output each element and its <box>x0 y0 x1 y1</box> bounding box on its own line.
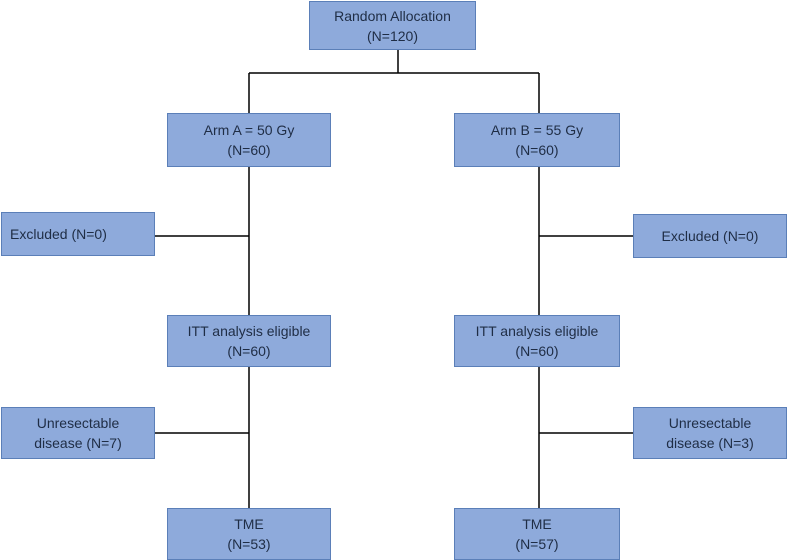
arm-a-excluded-label: Excluded (N=0) <box>10 226 107 242</box>
arm-a-tme-n: (N=53) <box>227 536 271 552</box>
arm-a-unresectable-box: Unresectable disease (N=7) <box>1 407 155 459</box>
arm-b-box: Arm B = 55 Gy (N=60) <box>454 113 620 167</box>
arm-b-unresectable-box: Unresectable disease (N=3) <box>633 407 787 459</box>
arm-b-n: (N=60) <box>515 142 559 158</box>
arm-b-tme-title: TME <box>522 516 552 532</box>
arm-b-tme-box: TME (N=57) <box>454 508 620 560</box>
arm-a-n: (N=60) <box>227 142 271 158</box>
arm-b-excluded-label: Excluded (N=0) <box>661 228 759 244</box>
random-allocation-box: Random Allocation (N=120) <box>309 1 476 50</box>
random-allocation-n: (N=120) <box>367 27 418 44</box>
arm-a-unresectable-line1: Unresectable <box>36 415 120 431</box>
arm-b-unresectable-line1: Unresectable <box>668 415 752 431</box>
arm-b-excluded-box: Excluded (N=0) <box>633 214 787 258</box>
arm-b-tme-n: (N=57) <box>515 536 559 552</box>
arm-a-itt-title: ITT analysis eligible <box>187 323 311 339</box>
arm-b-title: Arm B = 55 Gy <box>490 122 584 138</box>
random-allocation-title: Random Allocation <box>334 7 451 24</box>
arm-b-itt-n: (N=60) <box>515 343 559 359</box>
arm-a-tme-box: TME (N=53) <box>167 508 331 560</box>
arm-a-box: Arm A = 50 Gy (N=60) <box>167 113 331 167</box>
arm-a-itt-n: (N=60) <box>227 343 271 359</box>
arm-b-itt-title: ITT analysis eligible <box>475 323 599 339</box>
arm-a-title: Arm A = 50 Gy <box>203 122 295 138</box>
arm-b-itt-box: ITT analysis eligible (N=60) <box>454 315 620 367</box>
arm-a-tme-title: TME <box>234 516 264 532</box>
arm-a-excluded-box: Excluded (N=0) <box>1 212 155 256</box>
arm-b-unresectable-line2: disease (N=3) <box>666 435 754 451</box>
arm-a-unresectable-line2: disease (N=7) <box>34 435 122 451</box>
arm-a-itt-box: ITT analysis eligible (N=60) <box>167 315 331 367</box>
